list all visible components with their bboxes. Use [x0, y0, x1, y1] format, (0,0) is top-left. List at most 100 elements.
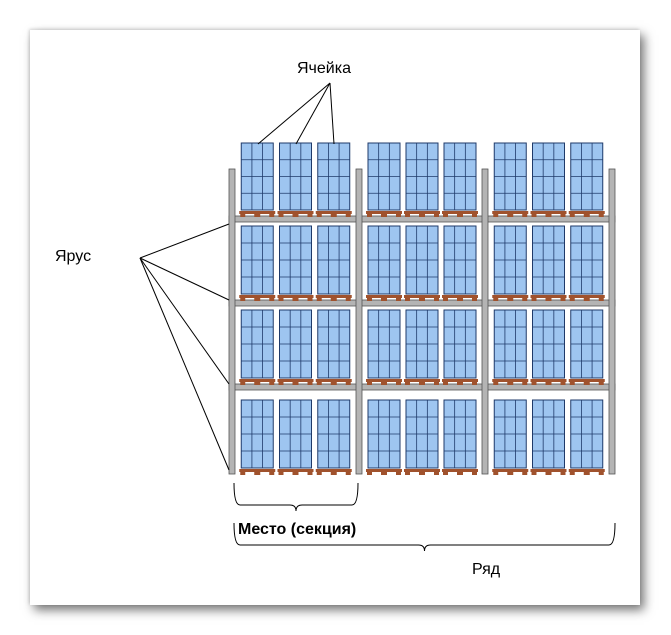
braces [233, 482, 616, 552]
pallet-foot [560, 214, 566, 217]
cell-25 [492, 309, 529, 385]
upright-3 [481, 168, 489, 475]
pallet-top [239, 295, 276, 298]
cell-29 [277, 399, 314, 475]
pallet-foot [405, 382, 410, 385]
pallet-foot [443, 298, 448, 301]
pallet-foot [545, 382, 552, 385]
pallet-foot [405, 472, 410, 475]
pallet-foot [367, 298, 372, 301]
pallet-foot [531, 298, 537, 301]
pallet-foot [493, 214, 499, 217]
pallet-top [239, 211, 276, 214]
cell-11 [277, 225, 314, 301]
pallet-top [366, 469, 402, 472]
pallet-top [404, 295, 440, 298]
pallet-top [366, 295, 402, 298]
pallet-foot [507, 472, 514, 475]
pallet-foot [457, 214, 463, 217]
pallet-foot [269, 214, 275, 217]
pallet-foot [278, 382, 284, 385]
pallet-top [492, 379, 529, 382]
pallet-top [492, 211, 529, 214]
row-brace [233, 522, 616, 552]
pallet-top [530, 211, 567, 214]
pallet-foot [507, 298, 514, 301]
pallet-foot [560, 472, 566, 475]
pallet-top [530, 295, 567, 298]
cell-10 [239, 225, 276, 301]
pallet-top [239, 469, 276, 472]
cell-27 [568, 309, 605, 385]
pallet-foot [269, 472, 275, 475]
pallet-foot [381, 214, 387, 217]
tier-leader-3 [139, 257, 230, 385]
cell-8 [530, 142, 567, 217]
tier-leader-1 [139, 223, 230, 259]
pallet-foot [269, 382, 275, 385]
pallet-top [315, 211, 352, 214]
pallet-foot [522, 472, 528, 475]
pallet-foot [583, 382, 590, 385]
pallet-foot [583, 214, 590, 217]
cell-13 [366, 225, 402, 301]
pallet-top [442, 379, 478, 382]
pallet-foot [443, 382, 448, 385]
pallet-top [568, 379, 605, 382]
pallet-foot [316, 298, 322, 301]
pallet-foot [330, 472, 337, 475]
pallet-top [404, 469, 440, 472]
pallet-foot [419, 382, 425, 385]
pallet-foot [434, 214, 439, 217]
pallet-foot [254, 214, 261, 217]
cell-20 [277, 309, 314, 385]
pallet-top [315, 295, 352, 298]
pallet-foot [345, 298, 351, 301]
pallet-foot [307, 298, 313, 301]
pallet-foot [545, 214, 552, 217]
cell-leader-2 [295, 82, 331, 145]
pallet-foot [254, 382, 261, 385]
cell-14 [404, 225, 440, 301]
cell-35 [530, 399, 567, 475]
cell-23 [404, 309, 440, 385]
pallet-foot [545, 298, 552, 301]
pallet-foot [367, 472, 372, 475]
pallet-foot [457, 298, 463, 301]
leader-lines [139, 82, 335, 471]
pallet-foot [569, 214, 575, 217]
pallet-foot [278, 298, 284, 301]
cell-leader-3 [329, 82, 335, 145]
pallet-foot [569, 382, 575, 385]
pallet-foot [419, 298, 425, 301]
pallet-foot [307, 472, 313, 475]
upright-1 [228, 168, 236, 475]
pallet-foot [254, 472, 261, 475]
pallet-foot [307, 382, 313, 385]
pallet-foot [493, 298, 499, 301]
pallet-top [530, 379, 567, 382]
pallet-foot [472, 214, 477, 217]
pallet-foot [598, 298, 604, 301]
pallet-foot [598, 382, 604, 385]
row-label: Ряд [472, 561, 501, 578]
pallet-top [442, 211, 478, 214]
pallet-foot [330, 214, 337, 217]
cell-36 [568, 399, 605, 475]
pallet-foot [396, 298, 401, 301]
pallet-foot [367, 214, 372, 217]
pallet-foot [405, 298, 410, 301]
pallet-foot [345, 382, 351, 385]
pallet-top [315, 469, 352, 472]
pallet-foot [316, 214, 322, 217]
pallet-top [277, 469, 314, 472]
pallet-foot [443, 214, 448, 217]
pallet-top [315, 379, 352, 382]
pallet-foot [307, 214, 313, 217]
cell-32 [404, 399, 440, 475]
pallet-foot [472, 382, 477, 385]
tier-leader-4 [139, 257, 230, 471]
cell-12 [315, 225, 352, 301]
pallet-foot [569, 472, 575, 475]
pallet-foot [560, 382, 566, 385]
